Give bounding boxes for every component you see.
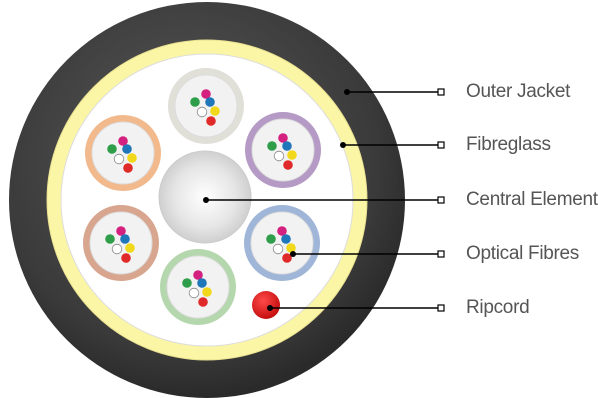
optical-fibre [188,287,200,299]
leader-end-ripcord [437,304,445,312]
optical-fibre [118,136,128,146]
optical-fibre [198,297,208,307]
optical-fibre [206,116,216,126]
optical-fibre [197,278,207,288]
leader-end-central-element [437,196,445,204]
optical-fibre [121,253,131,263]
optical-fibre [277,226,287,236]
label-optical-fibres: Optical Fibres [466,243,580,264]
loose-tubes-group [83,68,321,325]
leader-dot-fibreglass [340,142,346,148]
optical-fibre [281,234,291,244]
optical-fibre [123,163,133,173]
label-ripcord: Ripcord [466,297,530,318]
optical-fibre [266,234,276,244]
tube-interior [166,255,230,319]
tube-interior [251,118,315,182]
optical-fibre [105,234,115,244]
leader-dot-outer-jacket [344,89,350,95]
optical-fibre [113,153,125,165]
leader-dot-optical-fibres [290,251,296,257]
leader-dot-ripcord [267,305,273,311]
optical-fibre [286,243,296,253]
optical-fibre [116,226,126,236]
optical-fibre [196,106,208,118]
leader-lines [203,88,445,312]
green-tube [160,249,236,325]
central-element [158,150,252,244]
optical-fibre [111,243,123,255]
optical-fibre [122,144,132,154]
leader-end-optical-fibres [437,250,445,258]
tube-interior [91,121,155,185]
brown-tube [83,205,159,281]
optical-fibre [267,141,277,151]
optical-fibre [282,141,292,151]
optical-fibre [190,97,200,107]
optical-fibre [193,270,203,280]
optical-fibre [287,150,297,160]
leader-end-outer-jacket [437,88,445,96]
optical-fibre [127,153,137,163]
optical-fibre [272,243,284,255]
label-outer-jacket: Outer Jacket [466,81,571,102]
optical-fibre [205,97,215,107]
optical-fibre [273,150,285,162]
tube-interior [250,211,314,275]
label-central-element: Central Element [466,189,598,210]
leader-end-fibreglass [437,141,445,149]
blue-tube [244,205,320,281]
optical-fibre [201,89,211,99]
optical-fibre [107,144,117,154]
optical-fibre [202,287,212,297]
optical-fibre [282,253,292,263]
optical-fibre [278,133,288,143]
ripcord [252,291,280,319]
optical-fibre [182,278,192,288]
optical-fibre [283,160,293,170]
optical-fibre [120,234,130,244]
orange-tube [85,115,161,191]
leader-dot-central-element [203,197,209,203]
purple-tube [245,112,321,188]
white-tube [168,68,244,144]
label-fibreglass: Fibreglass [466,134,551,155]
optical-fibre [210,106,220,116]
tube-interior [89,211,153,275]
tube-interior [174,74,238,138]
optical-fibre [125,243,135,253]
